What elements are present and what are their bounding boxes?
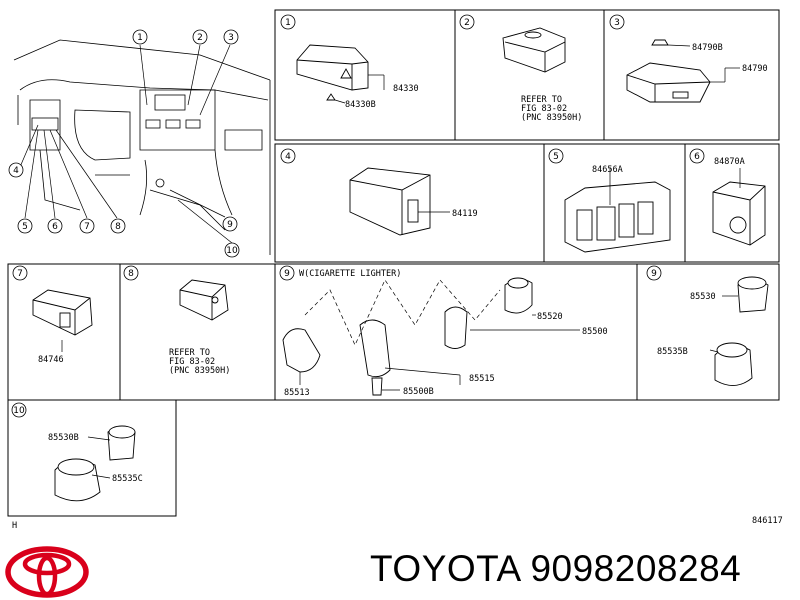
- panel-10-number: 10: [13, 406, 25, 416]
- panel-6-number: 6: [694, 152, 700, 162]
- panel-10-frame: [7, 399, 177, 517]
- label-84330: 84330: [393, 84, 419, 94]
- p8-refer-line2: FIG 83-02: [169, 357, 215, 367]
- p9a-title: W(CIGARETTE LIGHTER): [299, 269, 401, 279]
- callout-7: 7: [84, 222, 90, 232]
- parts-diagram: 1 2 3 4 5 6 7 8 9 10 1 2 3 4 5 6 7 8: [7, 9, 783, 531]
- toyota-logo-icon: [5, 546, 89, 598]
- callout-8: 8: [115, 222, 121, 232]
- label-85500: 85500: [582, 327, 608, 337]
- panel-4-number: 4: [285, 152, 291, 162]
- panel-5-number: 5: [553, 152, 559, 162]
- label-84119: 84119: [452, 209, 478, 219]
- switch-p3-drawing: [626, 39, 711, 103]
- label-84790b: 84790B: [692, 43, 723, 53]
- figure-code: 846117: [752, 516, 783, 526]
- callout-4: 4: [13, 166, 19, 176]
- panel-7-number: 7: [17, 269, 23, 279]
- p2-refer-line3: (PNC 83950H): [521, 113, 582, 123]
- label-85535c: 85535C: [112, 474, 143, 484]
- callout-10: 10: [226, 246, 238, 256]
- callout-1: 1: [137, 33, 143, 43]
- switch-p7-drawing: [32, 289, 93, 336]
- dashboard-overview: [13, 39, 271, 255]
- panel-7-frame: [7, 263, 121, 401]
- label-84790: 84790: [742, 64, 768, 74]
- panel-9b-frame: [636, 263, 780, 401]
- panel-3-frame: [603, 9, 780, 141]
- label-85530: 85530: [690, 292, 716, 302]
- lighter-socket-p9b-drawing: [714, 276, 769, 386]
- label-85535b: 85535B: [657, 347, 688, 357]
- panel-9b-number: 9: [651, 269, 657, 279]
- part-drawings: [32, 27, 769, 502]
- panel-1-number: 1: [285, 18, 291, 28]
- cigarette-lighter-drawing: [282, 277, 533, 396]
- overview-callouts: 1 2 3 4 5 6 7 8 9 10: [8, 29, 240, 258]
- panel-6-frame: [684, 143, 780, 263]
- footer-left-mark: H: [12, 521, 17, 531]
- assembly-dashed-line: [304, 279, 501, 346]
- label-84746: 84746: [38, 355, 64, 365]
- lighter-socket-p10-drawing: [54, 425, 136, 502]
- brand-part-number: TOYOTA 9098208284: [370, 548, 742, 589]
- label-84330b: 84330B: [345, 100, 376, 110]
- callout-2: 2: [197, 33, 203, 43]
- label-85513: 85513: [284, 388, 310, 398]
- p8-refer-line1: REFER TO: [169, 348, 210, 358]
- callout-6: 6: [52, 222, 58, 232]
- label-84656a: 84656A: [592, 165, 623, 175]
- dimmer-switch-drawing: [349, 167, 431, 236]
- part-leaders: [61, 44, 741, 479]
- label-85500b: 85500B: [403, 387, 434, 397]
- panel-8-number: 8: [128, 269, 134, 279]
- overview-leaders: [19, 44, 233, 244]
- switch-bezel-drawing: [564, 181, 671, 253]
- p2-refer-line2: FIG 83-02: [521, 104, 567, 114]
- label-85530b: 85530B: [48, 433, 79, 443]
- callout-9: 9: [227, 220, 233, 230]
- label-84870a: 84870A: [714, 157, 745, 167]
- panel-3-number: 3: [614, 18, 620, 28]
- callout-3: 3: [228, 33, 234, 43]
- switch-p8-drawing: [179, 279, 229, 321]
- panel-2-number: 2: [464, 18, 470, 28]
- switch-p2-drawing: [502, 27, 566, 73]
- p8-refer-line3: (PNC 83950H): [169, 366, 230, 376]
- panel-9a-number: 9: [284, 269, 290, 279]
- hazard-switch-drawing: [296, 44, 369, 101]
- p2-refer-line1: REFER TO: [521, 95, 562, 105]
- label-85520: 85520: [537, 312, 563, 322]
- label-85515: 85515: [469, 374, 495, 384]
- socket-drawing: [712, 181, 766, 246]
- callout-5: 5: [22, 222, 28, 232]
